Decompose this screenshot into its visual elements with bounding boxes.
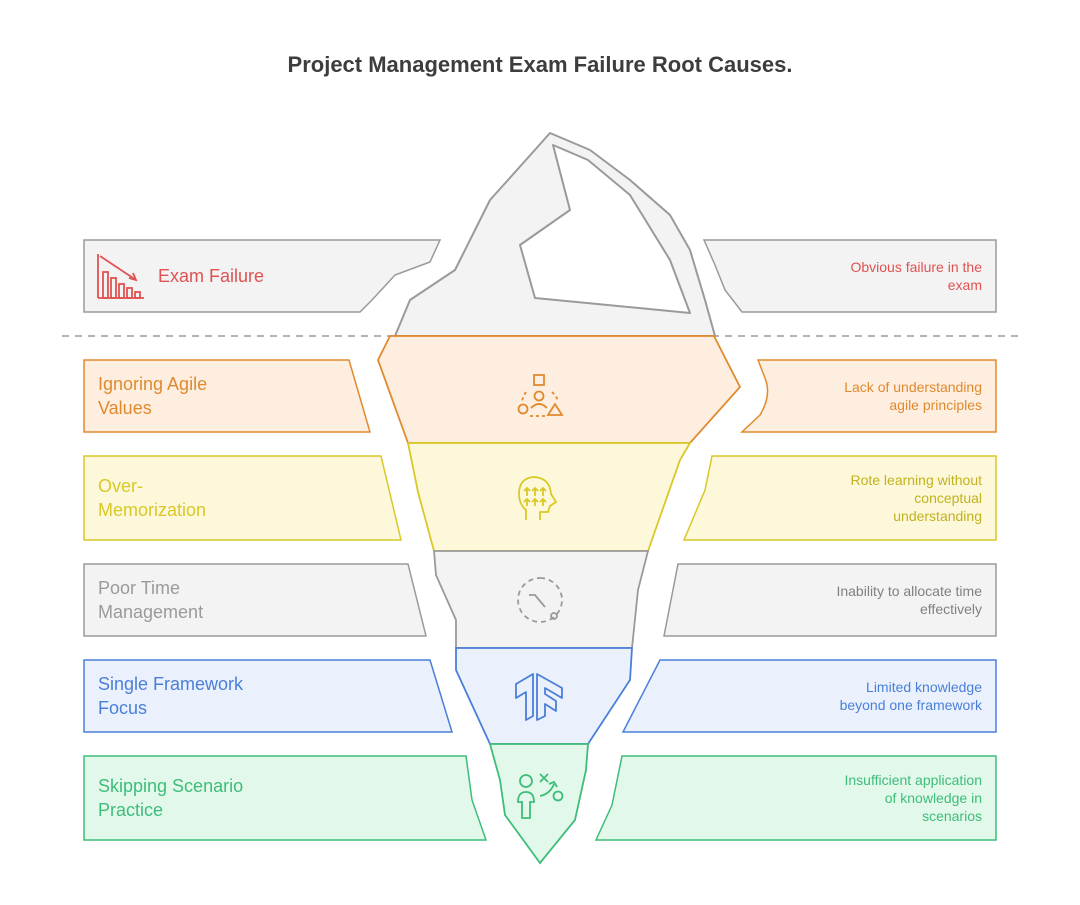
layer-ignoring-agile-values bbox=[83, 335, 997, 444]
iceberg-band-green bbox=[488, 743, 589, 865]
brain-head-icon bbox=[518, 476, 558, 520]
left-banner bbox=[83, 239, 442, 313]
layer-label-skipping-scenario-practice: Skipping Scenario Practice bbox=[98, 776, 244, 820]
iceberg-band-gray bbox=[433, 550, 650, 649]
layer-label-exam-failure: Exam Failure bbox=[158, 266, 265, 286]
layer-label-single-framework-focus: Single Framework Focus bbox=[98, 674, 244, 718]
left-banner bbox=[83, 755, 488, 841]
layer-single-framework-focus bbox=[83, 647, 997, 745]
layer-exam-failure bbox=[83, 239, 997, 313]
dashed-clock-icon bbox=[517, 577, 563, 623]
declining-chart-icon bbox=[97, 254, 144, 299]
left-banner bbox=[83, 359, 371, 433]
left-banner bbox=[83, 659, 454, 733]
layer-poor-time-management bbox=[83, 550, 997, 649]
layer-label-ignoring-agile-values: Ignoring Agile Values bbox=[98, 374, 208, 418]
diagram-title: Project Management Exam Failure Root Cau… bbox=[287, 52, 793, 77]
layer-skipping-scenario-practice bbox=[83, 743, 997, 865]
right-banner bbox=[663, 563, 997, 637]
layer-description-single-framework-focus: Limited knowledge beyond one framework bbox=[839, 679, 982, 713]
layer-description-exam-failure: Obvious failure in the exam bbox=[850, 259, 982, 293]
iceberg-tip bbox=[394, 132, 716, 337]
tf-framework-icon bbox=[515, 673, 563, 721]
iceberg-band-yellow bbox=[406, 442, 692, 552]
layer-over-memorization bbox=[83, 442, 997, 552]
layer-description-skipping-scenario-practice: Insufficient application of knowledge in… bbox=[844, 772, 983, 824]
team-shapes-icon bbox=[517, 374, 564, 417]
layer-description-ignoring-agile-values: Lack of understanding agile principles bbox=[844, 379, 982, 413]
layer-label-over-memorization: Over- Memorization bbox=[98, 476, 207, 520]
strategy-person-icon bbox=[517, 773, 564, 819]
layer-label-poor-time-management: Poor Time Management bbox=[98, 578, 204, 622]
right-banner bbox=[594, 755, 997, 841]
right-banner bbox=[621, 659, 997, 733]
layer-description-poor-time-management: Inability to allocate time effectively bbox=[836, 583, 982, 617]
left-banner bbox=[83, 563, 427, 637]
right-banner bbox=[682, 455, 997, 541]
left-banner bbox=[83, 455, 402, 541]
right-banner bbox=[702, 239, 997, 313]
layer-description-over-memorization: Rote learning without conceptual underst… bbox=[850, 472, 982, 524]
iceberg-band-blue bbox=[455, 647, 633, 745]
right-banner bbox=[740, 359, 997, 433]
iceberg-band-orange bbox=[377, 335, 742, 444]
